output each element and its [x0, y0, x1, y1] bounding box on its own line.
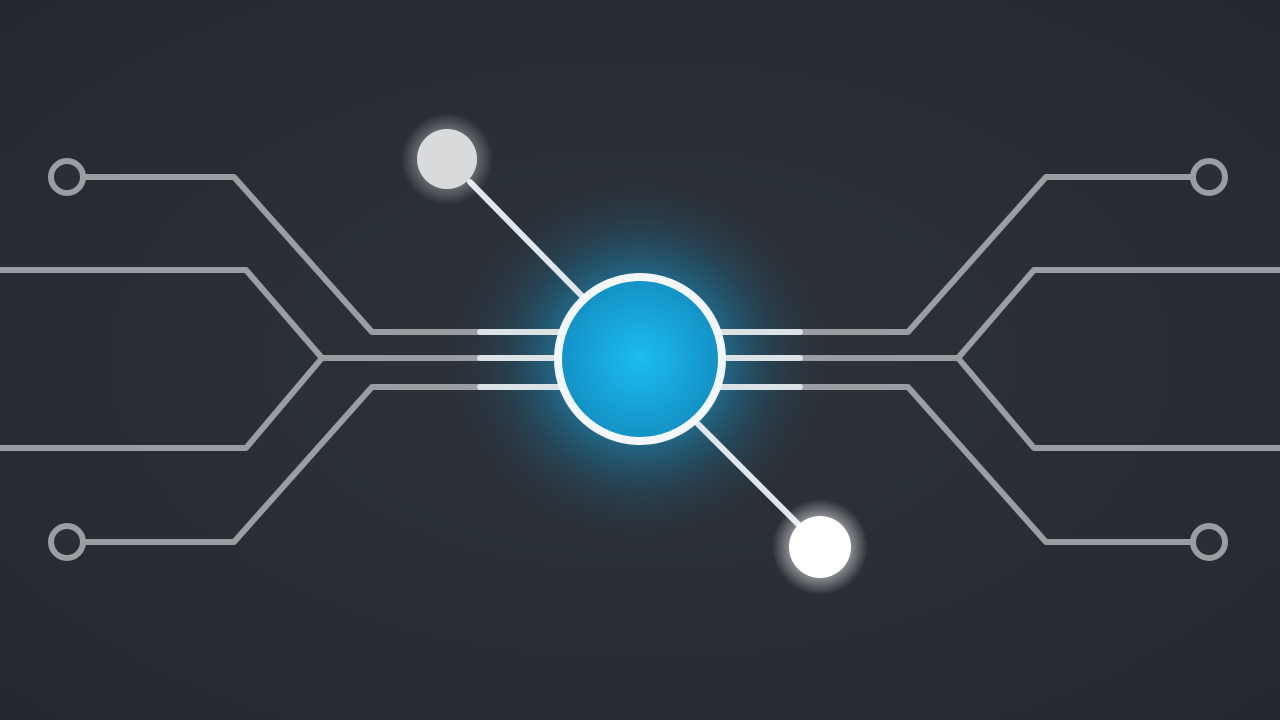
- terminal-ring-icon: [48, 158, 86, 196]
- terminal-ring-icon: [1190, 523, 1228, 561]
- connector-upper-left: [467, 179, 585, 299]
- trace-terminals: [48, 158, 1228, 561]
- right-trace-upper: [717, 267, 1280, 361]
- terminal-ring-icon: [1190, 158, 1228, 196]
- left-trace-lower: [0, 355, 325, 451]
- left-trace-upper: [0, 267, 563, 361]
- central-hub: [554, 273, 726, 445]
- satellite-node-lower: [789, 516, 851, 578]
- right-trace-top: [717, 174, 1195, 335]
- terminal-ring-icon: [48, 523, 86, 561]
- left-trace-bottom: [81, 384, 563, 545]
- inner-bright-traces: [477, 329, 803, 390]
- connector-lower-right: [695, 421, 803, 529]
- right-traces: [717, 174, 1280, 545]
- left-traces: [0, 174, 563, 545]
- right-trace-lower: [955, 355, 1280, 451]
- left-trace-top: [81, 174, 563, 335]
- satellite-node-upper: [417, 129, 477, 189]
- right-trace-bottom: [717, 384, 1195, 545]
